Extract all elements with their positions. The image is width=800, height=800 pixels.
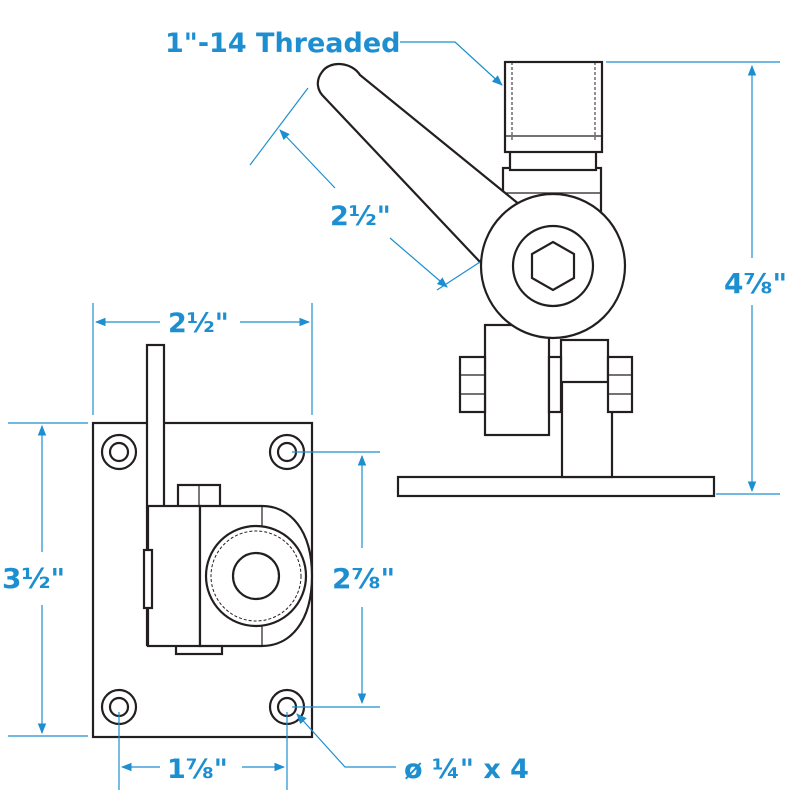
threaded-stud	[503, 60, 604, 154]
hole-dia-label: ø ¼" x 4	[404, 754, 529, 785]
side-stem	[560, 376, 614, 479]
thread-label: 1"-14 Threaded	[165, 28, 401, 59]
height-label: 4⅞"	[724, 267, 787, 300]
side-nut-right	[606, 355, 634, 414]
height-dimension	[606, 61, 780, 495]
hole-spacing-h-dimension	[118, 712, 288, 790]
thread-callout	[400, 41, 503, 86]
side-nut-left	[458, 355, 487, 414]
arm-dimension	[249, 87, 481, 291]
side-washer	[547, 355, 563, 414]
front-bore	[231, 551, 281, 601]
hole-spacing-v-label: 2⅞"	[332, 562, 395, 595]
hole-spacing-v-dimension	[292, 451, 380, 708]
base-width-dimension	[92, 303, 313, 415]
hex-socket-icon	[530, 240, 576, 292]
side-knuckle	[483, 323, 551, 437]
hole-spacing-h-label: 1⅞"	[167, 754, 228, 785]
side-view	[316, 60, 716, 498]
hole-dia-callout	[296, 713, 396, 768]
side-hinge	[559, 338, 610, 384]
base-height-label: 3½"	[2, 562, 65, 595]
base-height-dimension	[8, 422, 88, 737]
base-width-label: 2½"	[168, 308, 229, 339]
mounting-hole-icon	[100, 433, 306, 726]
front-ratchet-side	[146, 504, 202, 648]
side-base-plate	[396, 475, 716, 498]
front-view	[91, 343, 314, 739]
arm-length-label: 2½"	[330, 201, 391, 232]
